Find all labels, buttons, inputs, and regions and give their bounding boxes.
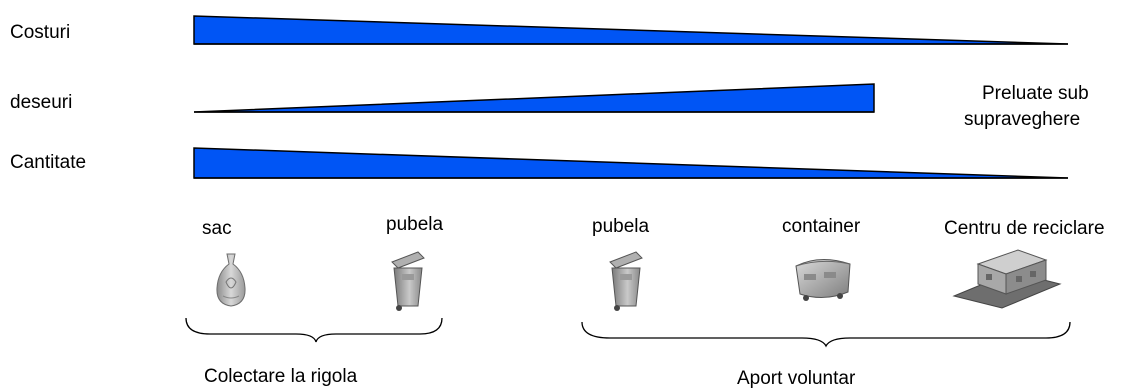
- item-label-bin-2: pubela: [592, 216, 650, 237]
- item-label-bin-1: pubela: [386, 214, 444, 235]
- wheelie-bin-icon: [391, 251, 425, 311]
- costs-wedge: [193, 15, 1069, 45]
- note-line-2: supraveghere: [964, 109, 1081, 130]
- note-line-1: Preluate sub: [982, 83, 1089, 104]
- waste-wedge: [193, 83, 875, 113]
- brace-curbside: [185, 317, 443, 343]
- row-label-costs: Costuri: [10, 22, 71, 43]
- brace-voluntary: [581, 321, 1071, 348]
- wheelie-bin-icon: [609, 251, 643, 311]
- item-label-bag: sac: [202, 218, 232, 239]
- row-label-quantity: Cantitate: [10, 152, 87, 173]
- group-label-voluntary: Aport voluntar: [737, 368, 856, 389]
- bag-icon: [216, 253, 246, 307]
- item-label-recycling-center: Centru de reciclare: [944, 218, 1105, 239]
- recycling-center-icon: [952, 249, 1062, 309]
- container-icon: [795, 259, 851, 301]
- item-label-container: container: [782, 216, 861, 237]
- quantity-wedge: [193, 147, 1069, 179]
- row-label-waste: deseuri: [10, 92, 73, 113]
- group-label-curbside: Colectare la rigola: [204, 366, 358, 387]
